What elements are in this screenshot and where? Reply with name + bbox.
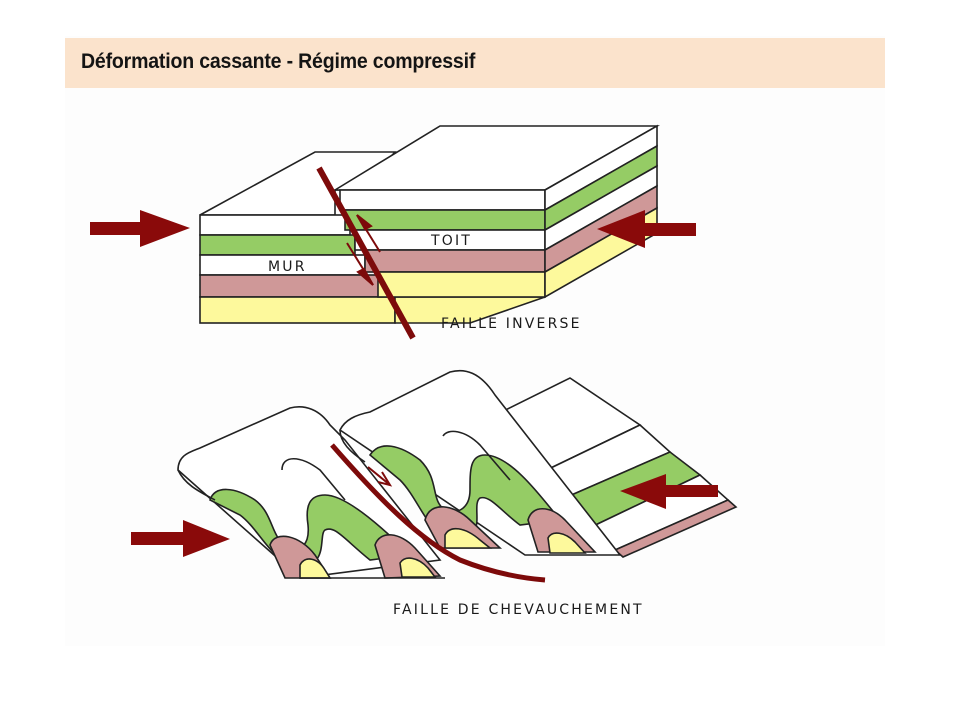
fold-rear-pink-2: [527, 507, 597, 553]
arrow-left-bottom-shaft: [131, 532, 186, 545]
title-bar: Déformation cassante - Régime compressif: [65, 38, 885, 88]
footwall-layer-white-1: [199, 214, 351, 236]
slip-arrow-down-head: [356, 267, 374, 286]
arrow-right-compression: [597, 210, 696, 248]
slip-arrows: [346, 214, 381, 286]
caption-faille-inverse: FAILLE INVERSE: [441, 316, 582, 332]
arrow-left-shaft: [90, 222, 145, 235]
arrow-right-bottom-head: [620, 474, 666, 509]
fold-crest-4: [442, 430, 511, 481]
arrow-right-compression-bottom: [620, 474, 718, 509]
fold-front-yellow-1: [299, 558, 332, 579]
footwall-layer-pink: [199, 274, 381, 298]
fold-front-yellow-2: [399, 557, 437, 578]
label-toit: TOIT: [430, 233, 472, 249]
arrow-right-bottom-shaft: [665, 485, 718, 497]
slip-arrow-up-head: [356, 214, 373, 231]
arrow-right-head: [597, 210, 645, 248]
fold-rear-yellow: [444, 527, 493, 549]
fold-crest-2: [281, 457, 346, 501]
arrow-left-bottom-head: [183, 520, 230, 557]
arrow-right-shaft: [640, 223, 696, 236]
fold-crest-3: [339, 429, 366, 463]
hanging-layer-green: [344, 209, 546, 231]
footwall-layer-yellow: [199, 296, 396, 324]
hanging-layer-pink: [364, 249, 546, 273]
footwall-layer-green: [199, 234, 356, 256]
thrust-fault-block: [177, 369, 738, 579]
fold-rear-yellow-2: [547, 532, 587, 554]
hanging-layer-yellow: [377, 271, 546, 298]
arrow-left-compression-bottom: [131, 520, 230, 557]
caption-faille-de-chevauchement: FAILLE DE CHEVAUCHEMENT: [393, 602, 644, 618]
page-title: Déformation cassante - Régime compressif: [81, 50, 476, 73]
fault-line: [316, 166, 416, 340]
fold-rear-pink: [424, 506, 503, 549]
fold-crest-1: [177, 469, 216, 501]
arrow-left-compression: [90, 210, 190, 247]
label-mur: MUR: [268, 259, 307, 275]
thrust-slip-arrow: [367, 466, 393, 487]
hanging-layer-white-1: [339, 189, 546, 211]
reverse-fault-block: MUR TOIT FAILLE INVERSE: [90, 124, 696, 340]
arrow-left-head: [140, 210, 190, 247]
thrust-fault-line: [330, 443, 546, 583]
footwall-front-face: [199, 214, 396, 324]
